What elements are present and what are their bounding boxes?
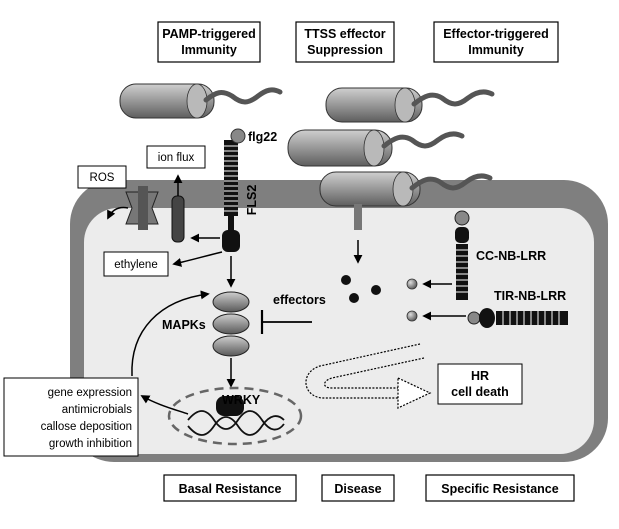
header-pamp-line1: PAMP-triggered [162,27,256,41]
cell-interior [84,208,594,454]
header-pamp-box: PAMP-triggered Immunity [157,21,261,63]
ion-flux-label: ion flux [158,152,195,164]
footer-basal-label: Basal Resistance [179,482,282,496]
effectors-label: effectors [273,293,326,307]
effector-inhibition [260,310,312,334]
fls2-receptor [222,140,240,252]
header-ttss-line1: TTSS effector [304,27,385,41]
dashed-hr-arrow-inner [323,357,425,389]
ethylene-box: ethylene [103,251,169,277]
ros-label: ROS [90,172,115,184]
dashed-hr-arrowhead [397,377,432,409]
ros-box: ROS [77,165,127,189]
effector-recognized-2 [406,310,418,322]
arrow-feedback-loop [131,290,210,377]
footer-basal-box: Basal Resistance [163,474,297,502]
hr-label-line2: cell death [451,385,509,399]
header-eti-line2: Immunity [468,43,524,57]
nucleus [167,386,303,446]
bacterium-ttss-1 [325,87,495,123]
wrky-label: WRKY [222,393,261,407]
footer-specific-box: Specific Resistance [425,474,575,502]
effector-recognized-1 [406,278,418,290]
effector-particles [341,275,381,303]
arrow-wrky-to-outputs [140,395,189,415]
mapk-cascade [212,291,250,357]
output-callose: callose deposition [41,421,132,433]
ethylene-label: ethylene [114,259,157,271]
footer-specific-label: Specific Resistance [441,482,558,496]
output-antimicrobials: antimicrobials [62,404,133,416]
ion-flux-box: ion flux [146,145,206,169]
hr-box: HR cell death [437,363,523,405]
cc-nb-lrr-receptor [454,210,470,300]
dashed-hr-arrow [305,343,421,399]
bacterium-ttss-3 [319,171,493,230]
ttss-pilus [354,204,362,230]
bacterium-pamp [119,83,283,119]
mapks-label: MAPKs [162,318,206,332]
ros-enzyme [107,186,159,230]
flg22-ligand [230,128,246,144]
footer-disease-label: Disease [334,482,381,496]
header-eti-line1: Effector-triggered [443,27,549,41]
tir-nb-lrr-label: TIR-NB-LRR [494,289,566,303]
output-gene-expression: gene expression [48,387,132,399]
fls2-label: FLS2 [245,185,259,216]
header-ttss-box: TTSS effector Suppression [295,21,395,63]
ion-channel [171,174,185,243]
header-eti-box: Effector-triggered Immunity [433,21,559,63]
header-ttss-line2: Suppression [307,43,383,57]
outputs-box: gene expression antimicrobials callose d… [3,377,139,457]
tir-nb-lrr-receptor [467,308,568,328]
dna-helix [187,410,285,436]
flg22-label: flg22 [248,130,277,144]
footer-disease-box: Disease [321,474,395,502]
bacterium-ttss-2 [287,129,465,167]
hr-label-line1: HR [471,369,489,383]
header-pamp-line2: Immunity [181,43,237,57]
output-growth-inhibition: growth inhibition [49,438,132,450]
wrky-protein [216,396,244,416]
cc-nb-lrr-label: CC-NB-LRR [476,249,546,263]
arrow-to-ethylene [172,251,223,267]
